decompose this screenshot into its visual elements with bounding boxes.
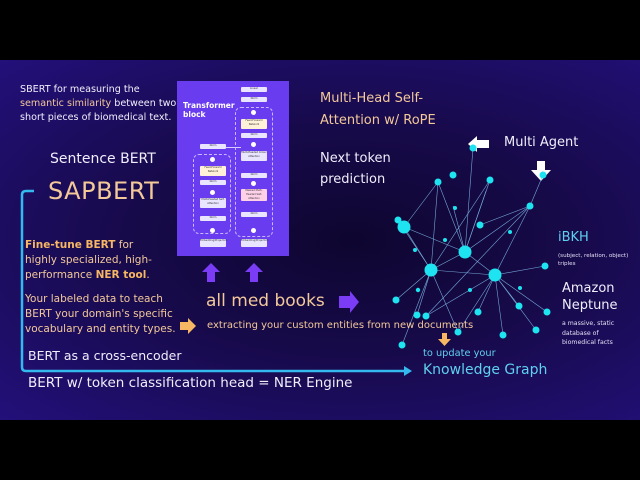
- finetune-line-2: highly specialized, high-: [25, 254, 152, 266]
- ibkh-sub-line-2: triples: [558, 261, 576, 267]
- tf-encoder-group: [193, 154, 231, 234]
- neptune-line-1: Amazon: [562, 281, 615, 296]
- extracting-entities-label: extracting your custom entities from new…: [207, 320, 474, 331]
- ner-engine-label: BERT w/ token classification head = NER …: [28, 375, 353, 391]
- finetune-performance: performance: [25, 269, 96, 281]
- ibkh-label: iBKH: [558, 230, 589, 245]
- cross-encoder-label: BERT as a cross-encoder: [28, 348, 182, 363]
- transformer-title-line-1: Transformer: [183, 101, 235, 110]
- sbert-description: SBERT for measuring the semantic similar…: [20, 83, 180, 125]
- finetune-description: Fine-tune BERT for highly specialized, h…: [25, 238, 175, 283]
- sbert-line-2-rest: between two: [111, 98, 177, 109]
- tf-ffn-box: Feed-Forward Network: [241, 119, 267, 129]
- tf-cross-attn-box: Multi-Headed Cross-Attention: [241, 151, 267, 161]
- next-token-line-2: prediction: [320, 172, 386, 187]
- tf-decoder-group: [235, 107, 273, 237]
- tf-embedding-box: Embedding/Projection: [200, 239, 227, 247]
- labeled-data-description: Your labeled data to teach BERT your dom…: [25, 292, 185, 337]
- ner-tool-bold: NER tool: [95, 269, 147, 281]
- orange-down-arrow-icon: [438, 333, 451, 346]
- knowledge-graph-label: Knowledge Graph: [423, 362, 548, 378]
- tf-add-dot: [210, 228, 215, 233]
- tf-embedding-box: Embedding/Projection: [241, 239, 268, 247]
- slide-graphics: [20, 136, 551, 376]
- neptune-sub-line-1: a massive, static: [562, 320, 615, 327]
- white-down-arrow-icon: [531, 161, 551, 181]
- slide: SBERT for measuring the semantic similar…: [0, 60, 640, 420]
- neptune-subtitle: a massive, static database of biomedical…: [562, 319, 614, 348]
- tf-add-dot: [251, 181, 256, 186]
- tf-norm-box: Norm: [241, 173, 267, 178]
- cyan-bracket-arrow-icon: [20, 189, 412, 376]
- next-token-line-1: Next token: [320, 151, 391, 166]
- neptune-sub-line-2: database of: [562, 329, 599, 337]
- tf-add-dot: [251, 110, 256, 115]
- finetune-bert-bold: Fine-tune BERT: [25, 239, 116, 251]
- tf-linear-box: Linear: [241, 87, 267, 92]
- sentence-bert-label: Sentence BERT: [50, 151, 156, 167]
- tf-norm-box: Norm: [241, 133, 267, 138]
- labeled-line-1: Your labeled data to teach: [25, 293, 163, 305]
- sbert-line-2: semantic similarity between two: [20, 97, 180, 111]
- finetune-line-3: performance NER tool.: [25, 268, 175, 283]
- tf-add-dot: [210, 190, 215, 195]
- purple-up-arrow-icon: [245, 263, 263, 282]
- sapbert-title: SAPBERT: [48, 177, 160, 205]
- tf-connector: [226, 147, 241, 148]
- tf-norm-box: Norm: [241, 212, 267, 217]
- multi-agent-label: Multi Agent: [504, 135, 579, 150]
- ibkh-subtitle: (subject, relation, object) triples: [558, 252, 628, 268]
- tf-ffn-box: Feed-Forward Network: [200, 166, 226, 176]
- transformer-block-diagram: Transformer block Linear Norm Feed-Forwa…: [177, 81, 289, 256]
- mhsa-line-2: Attention w/ RoPE: [320, 113, 436, 128]
- next-token-label: Next token prediction: [320, 148, 391, 190]
- neptune-line-2: Neptune: [562, 298, 618, 313]
- amazon-neptune-label: Amazon Neptune: [562, 280, 618, 314]
- ibkh-sub-line-1: (subject, relation, object): [558, 253, 629, 259]
- finetune-for: for: [115, 239, 134, 251]
- knowledge-graph-nodes: [392, 144, 551, 349]
- all-med-books-label: all med books: [206, 291, 325, 311]
- tf-norm-box: Norm: [241, 97, 267, 102]
- purple-right-arrow-icon: [339, 291, 359, 313]
- sbert-line-3: short pieces of biomedical text.: [20, 112, 172, 123]
- sbert-line-1: SBERT for measuring the: [20, 84, 140, 95]
- tf-norm-box: Norm: [200, 144, 226, 149]
- tf-norm-box: Norm: [200, 180, 226, 185]
- finetune-period: .: [146, 269, 150, 281]
- labeled-line-3: vocabulary and entity types.: [25, 323, 176, 335]
- purple-up-arrow-icon: [202, 263, 220, 282]
- semantic-similarity-highlight: semantic similarity: [20, 98, 112, 109]
- tf-add-dot: [251, 142, 256, 147]
- mhsa-rope-label: Multi-Head Self- Attention w/ RoPE: [320, 88, 436, 132]
- finetune-line-1: Fine-tune BERT for: [25, 238, 175, 253]
- update-your-label: to update your: [423, 348, 496, 359]
- labeled-line-2: BERT your domain's specific: [25, 308, 173, 320]
- tf-add-dot: [251, 228, 256, 233]
- tf-add-dot: [210, 157, 215, 162]
- neptune-sub-line-3: biomedical facts: [562, 339, 613, 346]
- tf-self-attn-box: Multi-Headed Self-Attention: [200, 198, 226, 208]
- tf-norm-box: Norm: [200, 216, 226, 221]
- tf-masked-attn-box: Masked Multi-Headed Self-Attention: [241, 189, 267, 201]
- transformer-title-line-2: block: [183, 110, 206, 119]
- mhsa-line-1: Multi-Head Self-: [320, 91, 424, 106]
- transformer-title: Transformer block: [183, 101, 235, 119]
- orange-right-arrow-icon: [180, 318, 196, 334]
